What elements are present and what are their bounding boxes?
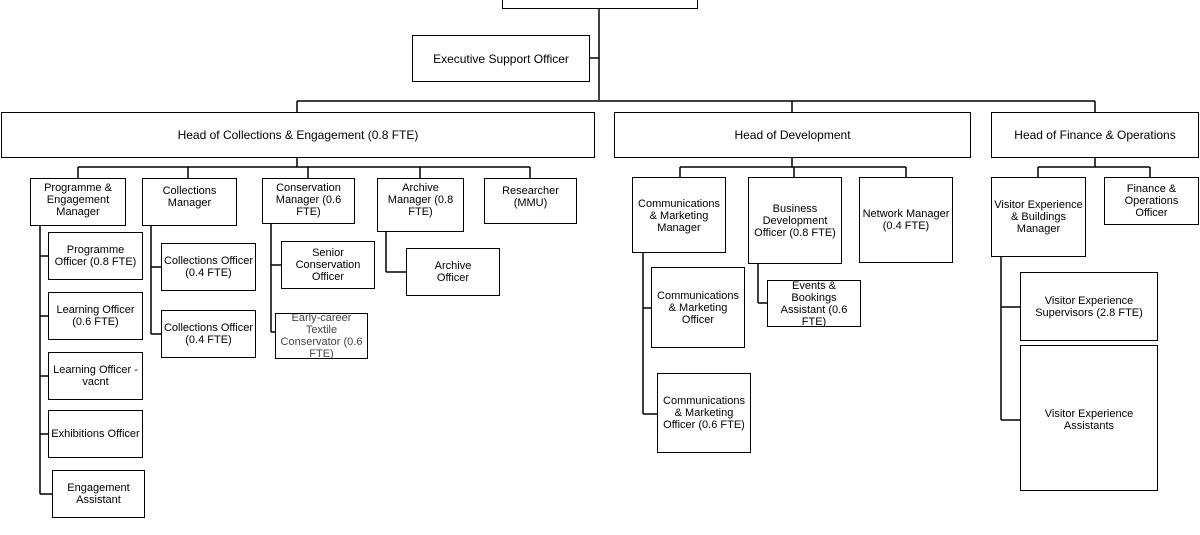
engagement-assistant-box: Engagement Assistant xyxy=(52,470,145,518)
archive-officer-box: Archive Officer xyxy=(406,248,500,296)
senior-conservation-officer-box: Senior Conservation Officer xyxy=(281,241,375,289)
visitor-experience-manager-box: Visitor Experience & Buildings Manager xyxy=(991,177,1086,257)
visitor-experience-assistants-box: Visitor Experience Assistants xyxy=(1020,345,1158,491)
visitor-experience-supervisors-box: Visitor Experience Supervisors (2.8 FTE) xyxy=(1020,272,1158,341)
collections-officer-2-box: Collections Officer (0.4 FTE) xyxy=(161,310,256,358)
collections-manager-box: Collections Manager xyxy=(142,178,237,226)
programme-engagement-manager-box: Programme & Engagement Manager xyxy=(30,178,126,226)
head-development-box: Head of Development xyxy=(614,112,971,158)
comms-marketing-officer-box: Communications & Marketing Officer xyxy=(651,267,745,348)
business-development-officer-box: Business Development Officer (0.8 FTE) xyxy=(748,177,842,264)
conservation-manager-box: Conservation Manager (0.6 FTE) xyxy=(262,178,355,224)
comms-marketing-officer-06-box: Communications & Marketing Officer (0.6 … xyxy=(657,373,751,453)
comms-marketing-manager-box: Communications & Marketing Manager xyxy=(632,177,726,253)
exhibitions-officer-box: Exhibitions Officer xyxy=(48,410,143,458)
programme-officer-box: Programme Officer (0.8 FTE) xyxy=(48,232,143,280)
network-manager-box: Network Manager (0.4 FTE) xyxy=(859,177,953,263)
early-career-conservator-box: Early-career Textile Conservator (0.6 FT… xyxy=(275,313,368,359)
archive-manager-box: Archive Manager (0.8 FTE) xyxy=(377,178,464,232)
finance-operations-officer-box: Finance & Operations Officer xyxy=(1104,177,1199,225)
events-bookings-assistant-box: Events & Bookings Assistant (0.6 FTE) xyxy=(767,280,861,327)
researcher-box: Researcher (MMU) xyxy=(484,178,577,224)
executive-support-officer-box: Executive Support Officer xyxy=(412,35,590,82)
top-box xyxy=(502,0,698,9)
learning-officer-06-box: Learning Officer (0.6 FTE) xyxy=(48,292,143,340)
collections-officer-1-box: Collections Officer (0.4 FTE) xyxy=(161,243,256,291)
learning-officer-vacant-box: Learning Officer - vacnt xyxy=(48,352,143,400)
head-collections-engagement-box: Head of Collections & Engagement (0.8 FT… xyxy=(1,112,595,158)
head-finance-operations-box: Head of Finance & Operations xyxy=(991,112,1199,158)
